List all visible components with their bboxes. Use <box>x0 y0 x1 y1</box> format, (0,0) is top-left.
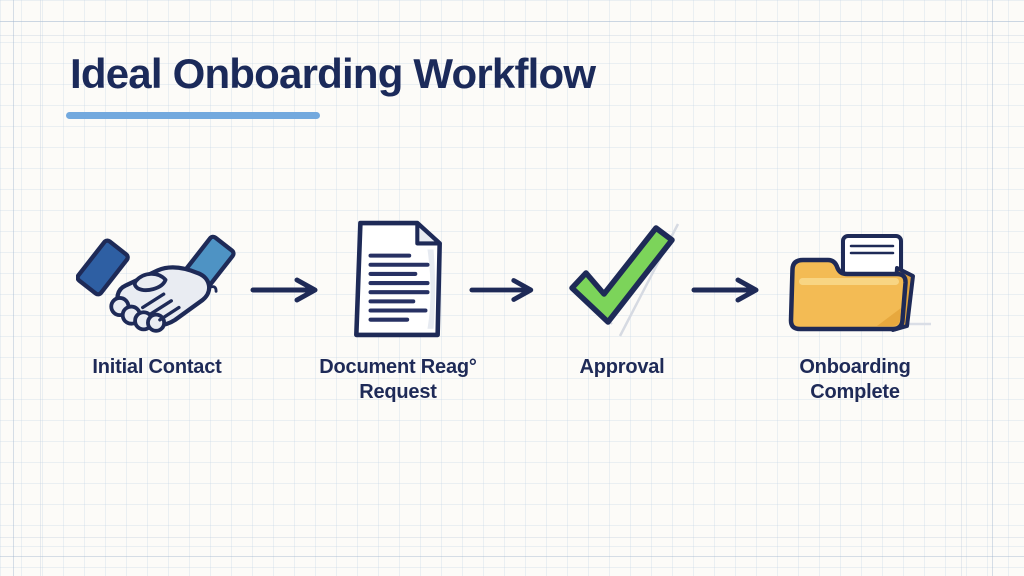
grid-accent-line <box>0 556 1024 557</box>
step-label: Initial Contact <box>92 356 222 378</box>
title-underline <box>66 112 320 119</box>
grid-accent-line <box>40 0 41 576</box>
step-label: Onboarding Complete <box>799 356 911 403</box>
document-icon <box>354 220 442 338</box>
grid-accent-line <box>0 537 1024 538</box>
page-title: Ideal Onboarding Workflow <box>70 50 596 97</box>
grid-accent-line <box>13 0 14 576</box>
checkmark-icon <box>569 223 680 337</box>
step-icon-box <box>517 213 727 341</box>
grid-accent-line <box>961 0 962 576</box>
grid-accent-line <box>992 0 993 576</box>
workflow-step-initial-contact: Initial Contact <box>52 213 262 380</box>
step-label: Approval <box>579 356 665 378</box>
grid-accent-line <box>0 21 1024 22</box>
workflow-step-document-request: Document Reag° Request <box>293 213 503 405</box>
arrow-right-icon <box>691 277 759 303</box>
arrow-right-icon <box>250 277 318 303</box>
step-icon-box <box>293 213 503 341</box>
step-icon-box <box>52 213 262 341</box>
grid-accent-line <box>0 35 1024 36</box>
handshake-icon <box>76 234 236 333</box>
step-label: Document Reag° Request <box>319 356 477 403</box>
folder-icon <box>788 234 931 332</box>
workflow-step-approval: Approval <box>517 213 727 380</box>
arrow-right-icon <box>469 278 534 302</box>
step-icon-box <box>750 213 960 341</box>
workflow-step-onboarding-complete: Onboarding Complete <box>750 213 960 405</box>
